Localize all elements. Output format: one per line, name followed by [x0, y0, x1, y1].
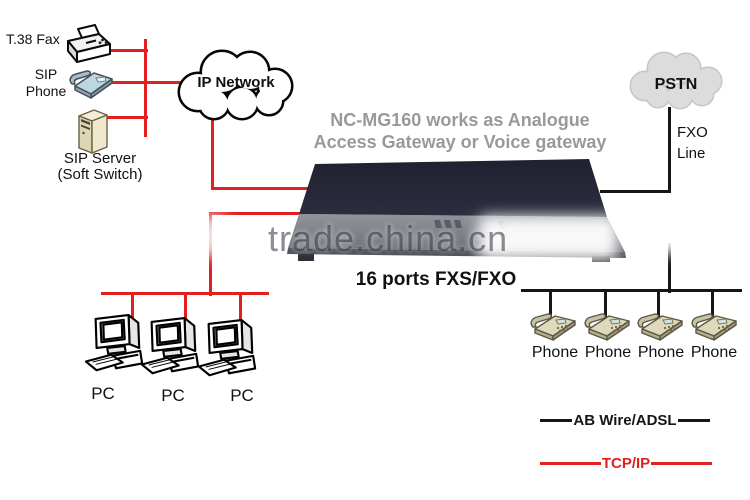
phone-icon: [528, 308, 580, 344]
link-pstn-down: [668, 107, 671, 193]
phone-label: Phone: [584, 344, 632, 361]
sip-server-label: SIP Server (Soft Switch): [57, 150, 143, 183]
pc-label: PC: [161, 386, 185, 405]
link-phone-drop-4: [711, 289, 714, 319]
link-phone-drop-2: [604, 289, 607, 319]
watermark-blur: [650, 206, 694, 254]
pstn-label: PSTN: [654, 76, 698, 93]
phone-label: Phone: [690, 344, 738, 361]
sip-phone-label: SIP Phone: [25, 66, 67, 99]
ip-network-cloud: [177, 49, 294, 121]
watermark-blur: [478, 216, 618, 260]
phone-label: Phone: [637, 344, 685, 361]
pc-label: PC: [91, 384, 115, 403]
phone-icon: [635, 308, 687, 344]
link-fax-to-bus: [108, 49, 148, 52]
legend-line-black: [540, 418, 573, 422]
pc-icon: [197, 315, 259, 389]
watermark-blur: [196, 216, 228, 256]
link-left-bus: [144, 39, 147, 137]
gateway-caption: NC-MG160 works as Analogue Access Gatewa…: [313, 110, 607, 152]
fxo-line-label: FXO Line: [677, 124, 708, 162]
phone-icon: [582, 308, 634, 344]
link-gateway-to-phonebus: [668, 243, 671, 293]
link-sipphone-to-cloud: [110, 81, 186, 84]
link-phone-drop-3: [657, 289, 660, 319]
legend-line-black: [677, 418, 710, 422]
t38-fax-label: T.38 Fax: [6, 31, 60, 47]
ip-network-label: IP Network: [197, 74, 275, 91]
sip-phone-icon: [69, 70, 113, 99]
link-pc-drop-3: [239, 292, 242, 323]
legend-ab-wire: AB Wire/ADSL: [540, 410, 710, 430]
link-cloud-to-gateway: [211, 187, 313, 190]
legend-tcp-ip-label: TCP/IP: [601, 454, 651, 472]
legend-line-red: [540, 461, 601, 465]
phone-label: Phone: [531, 344, 579, 361]
legend-ab-wire-label: AB Wire/ADSL: [573, 411, 677, 429]
legend-line-red: [651, 461, 712, 465]
ports-label: 16 ports FXS/FXO: [355, 269, 517, 290]
link-phone-drop-1: [549, 289, 552, 319]
pc-label: PC: [230, 386, 254, 405]
pc-icon: [84, 310, 146, 384]
link-pc-drop-2: [184, 292, 187, 323]
link-server-to-bus: [106, 116, 148, 119]
link-phone-bus: [521, 289, 742, 292]
legend-tcp-ip: TCP/IP: [540, 453, 712, 473]
sip-server-icon: [78, 109, 108, 154]
link-cloud-down: [211, 108, 214, 190]
phone-icon: [689, 308, 741, 344]
watermark-text: trade.china.cn: [268, 218, 509, 259]
link-fxo-to-gateway: [600, 190, 671, 193]
fax-machine-icon: [67, 24, 111, 63]
link-pc-drop-1: [131, 292, 134, 323]
pc-icon: [140, 313, 202, 387]
pstn-cloud: [629, 51, 723, 110]
link-gateway-to-lan: [209, 212, 305, 215]
